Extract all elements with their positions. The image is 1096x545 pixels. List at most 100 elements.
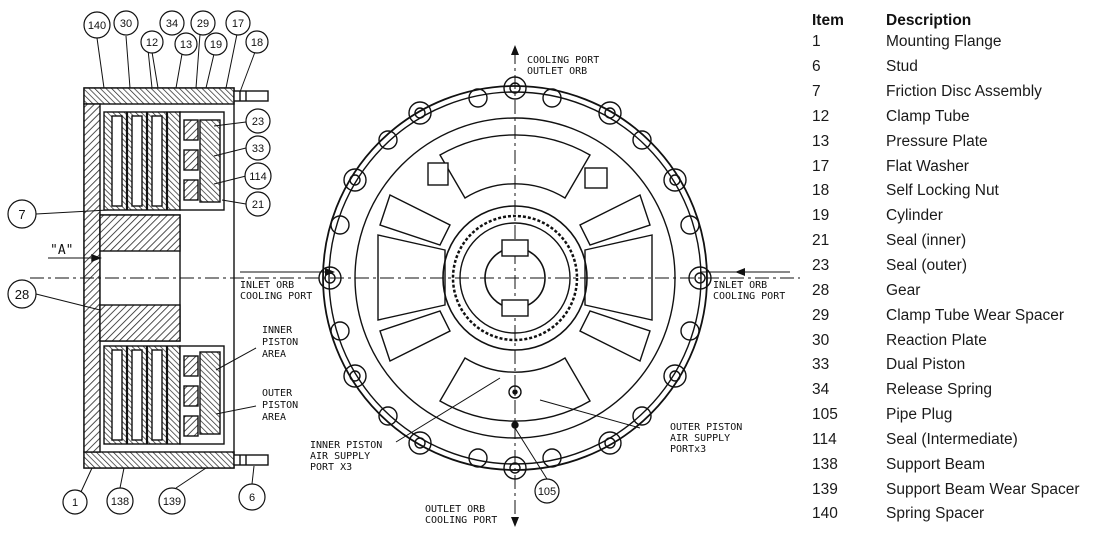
- table-row: 34 Release Spring: [810, 378, 1096, 403]
- table-row: 7 Friction Disc Assembly: [810, 80, 1096, 105]
- balloon-139-text: 139: [163, 496, 181, 508]
- balloon-138: [106, 487, 134, 515]
- balloon-28-text: 28: [15, 287, 29, 302]
- item-description: Gear: [886, 281, 921, 299]
- balloon-1-text: 1: [72, 497, 78, 509]
- inner-piston-label-1: INNER: [262, 325, 293, 336]
- inner-supply-2: AIR SUPPLY: [310, 451, 370, 462]
- table-row: 19 Cylinder: [810, 204, 1096, 229]
- balloon-17-text: 17: [232, 18, 244, 30]
- item-number: 23: [812, 257, 830, 275]
- header-item: Item: [812, 12, 844, 29]
- header-description: Description: [886, 12, 972, 29]
- outer-piston-label-2: PISTON: [262, 400, 298, 411]
- item-description: Self Locking Nut: [886, 182, 999, 200]
- inner-supply-3: PORT X3: [310, 462, 352, 473]
- item-description: Spring Spacer: [886, 505, 985, 523]
- balloon-12-text: 12: [146, 37, 158, 49]
- item-description: Pressure Plate: [886, 132, 988, 150]
- table-row: 12 Clamp Tube: [810, 105, 1096, 130]
- balloon-29: [190, 10, 216, 36]
- balloon-7: [7, 199, 37, 229]
- outlet-bottom-1: OUTLET ORB: [425, 504, 485, 515]
- table-row: 140 Spring Spacer: [810, 502, 1096, 527]
- item-number: 6: [812, 58, 821, 76]
- table-row: 17 Flat Washer: [810, 154, 1096, 179]
- item-description: Cylinder: [886, 207, 943, 225]
- front-view: [240, 45, 790, 527]
- inner-piston-label-2: PISTON: [262, 337, 298, 348]
- table-row: 33 Dual Piston: [810, 353, 1096, 378]
- item-description: Seal (Intermediate): [886, 430, 1018, 448]
- balloon-140: [83, 11, 111, 39]
- table-row: 114 Seal (Intermediate): [810, 428, 1096, 453]
- outer-piston-label-3: AREA: [262, 412, 286, 423]
- balloon-33-text: 33: [252, 143, 264, 155]
- item-description: Clamp Tube: [886, 107, 970, 125]
- item-description: Seal (inner): [886, 232, 967, 250]
- balloon-139: [158, 487, 186, 515]
- balloon-21: [245, 191, 271, 217]
- item-number: 114: [812, 430, 837, 448]
- table-row: 13 Pressure Plate: [810, 129, 1096, 154]
- balloon-23: [245, 108, 271, 134]
- balloon-18-text: 18: [251, 37, 263, 49]
- item-description: Pipe Plug: [886, 406, 953, 424]
- item-description: Clamp Tube Wear Spacer: [886, 306, 1065, 324]
- item-number: 7: [812, 83, 821, 101]
- item-number: 1: [812, 33, 821, 51]
- balloon-34-text: 34: [166, 18, 178, 30]
- balloon-114-text: 114: [249, 171, 267, 183]
- balloon-23-text: 23: [252, 116, 264, 128]
- item-number: 34: [812, 381, 830, 399]
- item-number: 140: [812, 505, 838, 523]
- lower-disc-pack: [103, 345, 181, 445]
- table-row: 29 Clamp Tube Wear Spacer: [810, 303, 1096, 328]
- item-description: Mounting Flange: [886, 33, 1002, 51]
- item-number: 138: [812, 455, 838, 473]
- balloon-6-text: 6: [249, 492, 255, 504]
- parts-table-header: Item Description: [810, 8, 1096, 30]
- cooling-outlet-top-2: OUTLET ORB: [527, 66, 587, 77]
- item-description: Dual Piston: [886, 356, 966, 374]
- item-number: 28: [812, 281, 830, 299]
- item-description: Stud: [886, 58, 918, 76]
- inlet-left-1: INLET ORB: [240, 280, 294, 291]
- item-description: Friction Disc Assembly: [886, 83, 1042, 101]
- dim-a-label: "A": [50, 243, 73, 258]
- balloon-34: [159, 10, 185, 36]
- balloon-13-text: 13: [180, 39, 192, 51]
- item-number: 30: [812, 331, 830, 349]
- outer-supply-3: PORTx3: [670, 444, 706, 455]
- brake-assembly-drawing: "A": [7, 10, 800, 527]
- balloon-30-text: 30: [120, 18, 132, 30]
- balloon-6: [238, 483, 266, 511]
- parts-table-rows: 1 Mounting Flange 6 Stud 7 Friction Disc Asse…: [810, 30, 1096, 527]
- balloon-30: [113, 10, 139, 36]
- item-number: 13: [812, 132, 830, 150]
- balloon-1: [62, 489, 88, 515]
- outer-supply-1: OUTER PISTON: [670, 422, 742, 433]
- table-row: 6 Stud: [810, 55, 1096, 80]
- balloon-17: [225, 10, 251, 36]
- inlet-left-2: COOLING PORT: [240, 291, 312, 302]
- item-description: Flat Washer: [886, 157, 969, 175]
- item-number: 33: [812, 356, 830, 374]
- item-number: 12: [812, 107, 830, 125]
- balloon-114: [244, 162, 272, 190]
- item-description: Release Spring: [886, 381, 992, 399]
- item-number: 19: [812, 207, 830, 225]
- inlet-right-1: INLET ORB: [713, 280, 767, 291]
- item-number: 17: [812, 157, 830, 175]
- balloon-13: [174, 32, 198, 56]
- item-number: 29: [812, 306, 830, 324]
- inlet-right-2: COOLING PORT: [713, 291, 785, 302]
- item-number: 139: [812, 480, 838, 498]
